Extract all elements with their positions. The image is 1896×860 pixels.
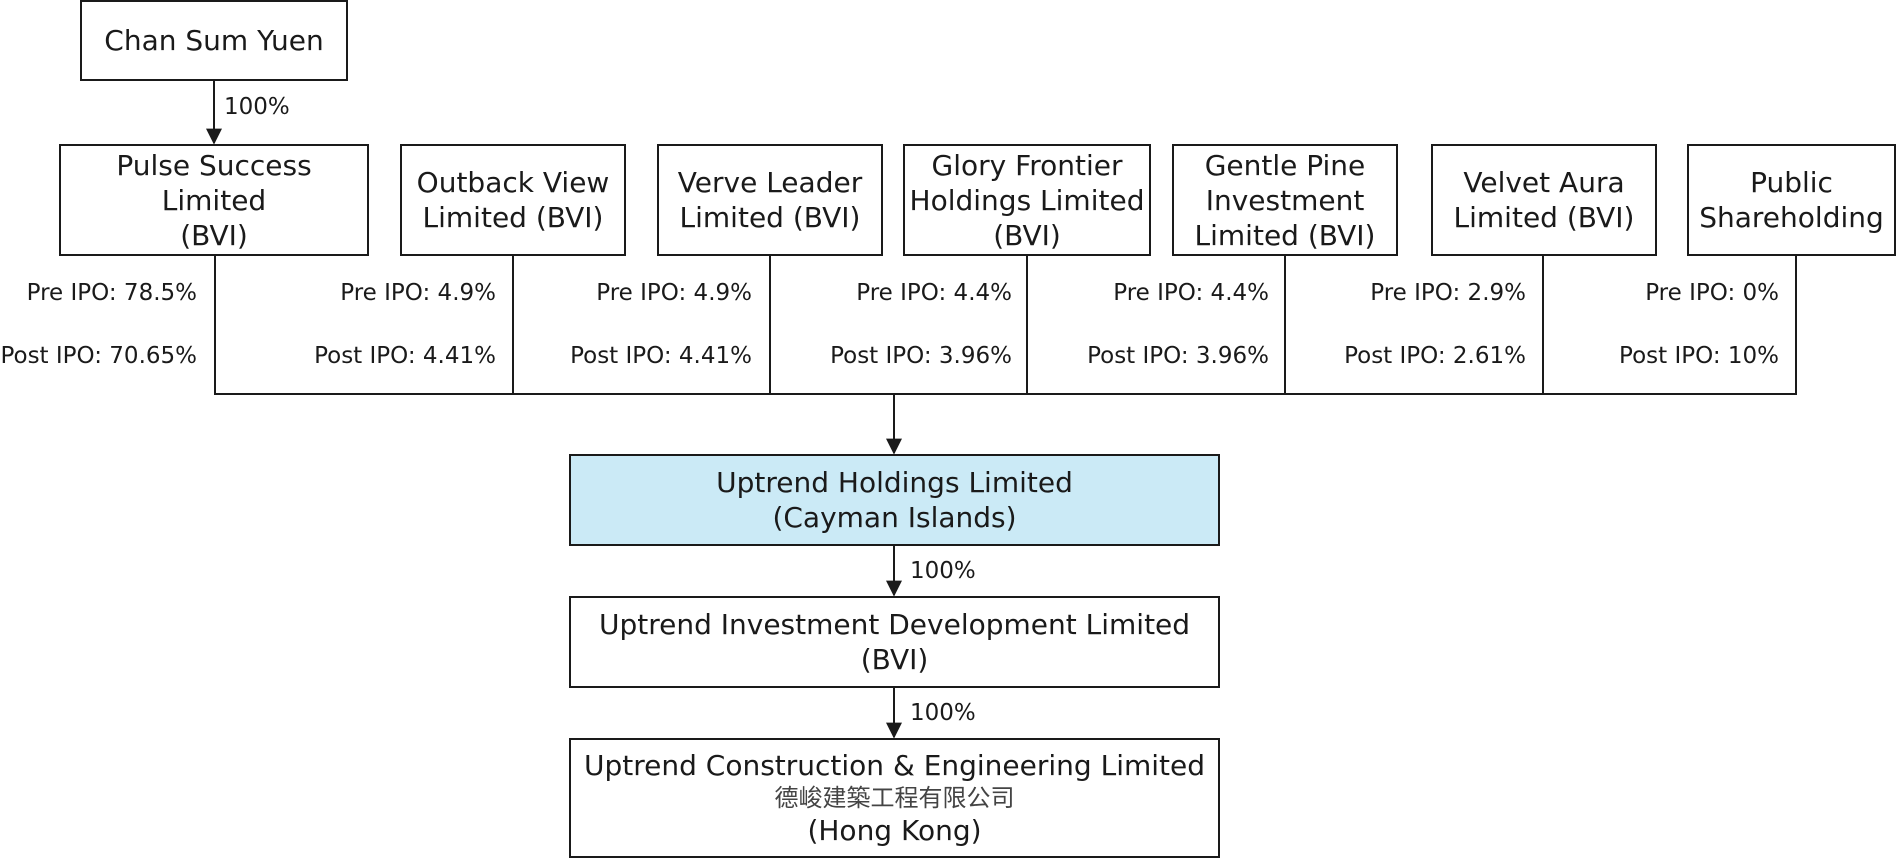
post-ipo-label: Post IPO: 2.61% <box>1344 343 1526 369</box>
owner-percentage: 100% <box>224 94 290 120</box>
shareholder-name-line: Glory Frontier <box>931 148 1123 182</box>
pre-ipo-label: Pre IPO: 0% <box>1645 280 1779 306</box>
shareholder-name-line: Investment <box>1205 183 1365 217</box>
investment-name: Uptrend Investment Development Limited <box>598 608 1191 641</box>
post-ipo-label: Post IPO: 4.41% <box>314 343 496 369</box>
pre-ipo-label: Pre IPO: 4.4% <box>1113 280 1269 306</box>
post-ipo-label: Post IPO: 70.65% <box>0 343 197 369</box>
shareholder-box-velvet-aura: Velvet Aura Limited (BVI) <box>1431 144 1657 256</box>
owner-box: Chan Sum Yuen <box>80 0 348 81</box>
pre-ipo-label: Pre IPO: 4.9% <box>596 280 752 306</box>
pre-ipo-label: Pre IPO: 4.9% <box>340 280 496 306</box>
shareholder-name-line: Verve Leader <box>677 166 863 199</box>
investment-ownership-percentage: 100% <box>910 700 976 726</box>
post-ipo-label: Post IPO: 3.96% <box>1087 343 1269 369</box>
investment-jurisdiction: (BVI) <box>860 643 929 676</box>
construction-jurisdiction: (Hong Kong) <box>807 814 982 847</box>
construction-name: Uptrend Construction & Engineering Limit… <box>583 749 1206 782</box>
owner-name: Chan Sum Yuen <box>104 24 324 57</box>
construction-chinese-name: 德峻建築工程有限公司 <box>774 784 1015 812</box>
pre-ipo-label: Pre IPO: 4.4% <box>856 280 1012 306</box>
holding-jurisdiction: (Cayman Islands) <box>772 501 1017 534</box>
shareholder-name-line: Limited (BVI) <box>422 201 604 234</box>
shareholder-name-line: Outback View <box>416 166 610 199</box>
shareholder-name-line: Limited (BVI) <box>679 201 861 234</box>
shareholder-name-line: Holdings Limited <box>909 183 1145 217</box>
shareholder-box-verve-leader: Verve Leader Limited (BVI) <box>657 144 883 256</box>
shareholder-name-line: Velvet Aura <box>1463 166 1625 199</box>
shareholder-box-glory-frontier: Glory Frontier Holdings Limited (BVI) <box>903 144 1151 256</box>
shareholder-name-line: (BVI) <box>993 218 1061 252</box>
shareholder-name-line: Gentle Pine <box>1204 148 1366 182</box>
construction-company-box: Uptrend Construction & Engineering Limit… <box>569 738 1220 858</box>
holding-company-box: Uptrend Holdings Limited (Cayman Islands… <box>569 454 1220 546</box>
shareholder-name-line: Pulse Success Limited <box>116 148 312 217</box>
shareholder-name-line: Limited (BVI) <box>1194 218 1376 252</box>
shareholder-box-gentle-pine: Gentle Pine Investment Limited (BVI) <box>1172 144 1398 256</box>
shareholder-box-public: Public Shareholding <box>1687 144 1896 256</box>
pre-ipo-label: Pre IPO: 2.9% <box>1370 280 1526 306</box>
holding-name: Uptrend Holdings Limited <box>716 466 1073 499</box>
shareholder-name-line: Public <box>1750 166 1833 199</box>
investment-company-box: Uptrend Investment Development Limited (… <box>569 596 1220 688</box>
shareholder-name-line: (BVI) <box>180 218 248 252</box>
shareholder-name-line: Shareholding <box>1699 201 1884 234</box>
holding-ownership-percentage: 100% <box>910 558 976 584</box>
post-ipo-label: Post IPO: 3.96% <box>830 343 1012 369</box>
pre-ipo-label: Pre IPO: 78.5% <box>26 280 197 306</box>
shareholder-name-line: Limited (BVI) <box>1453 201 1635 234</box>
post-ipo-label: Post IPO: 4.41% <box>570 343 752 369</box>
shareholder-box-pulse-success: Pulse Success Limited (BVI) <box>59 144 369 256</box>
post-ipo-label: Post IPO: 10% <box>1619 343 1779 369</box>
shareholder-box-outback-view: Outback View Limited (BVI) <box>400 144 626 256</box>
